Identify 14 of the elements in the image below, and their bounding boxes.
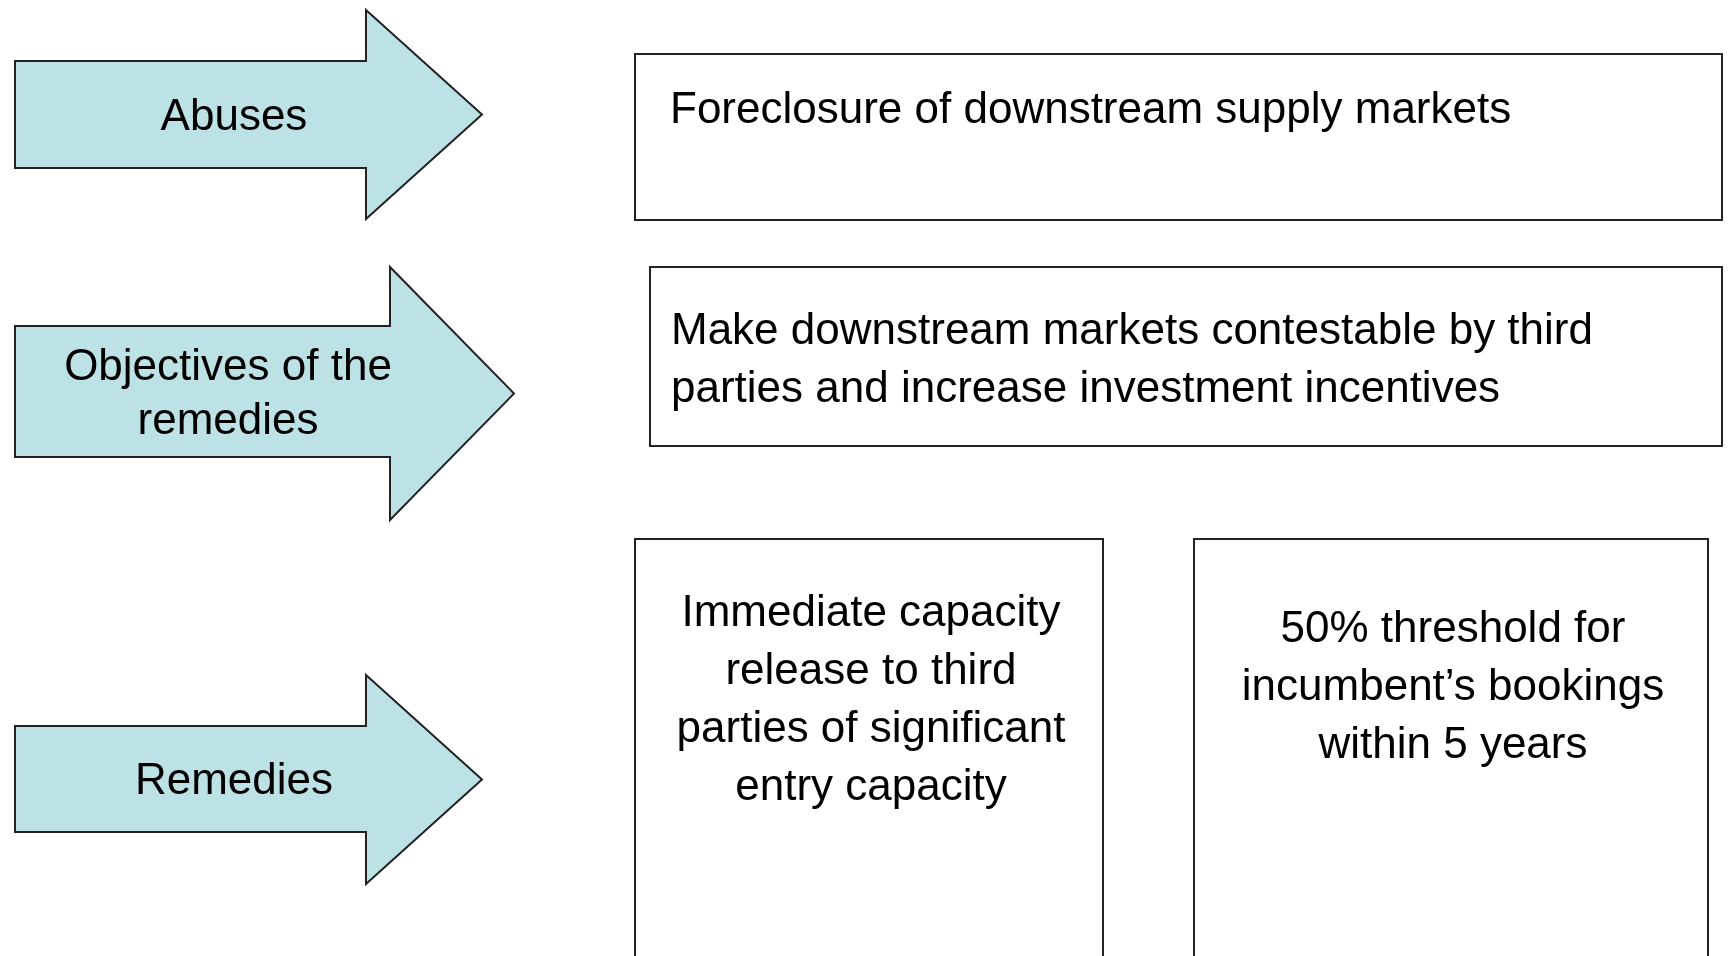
block-arrow [14, 266, 515, 521]
text-box [634, 538, 1104, 956]
box-text: Immediate capacity release to third parties of significant entry capacity [675, 585, 1067, 811]
text-box [649, 266, 1723, 447]
block-arrow [14, 674, 483, 885]
box-text: Make downstream markets contestable by third parties and increase investment incentives [671, 303, 1594, 413]
block-arrow [14, 9, 483, 220]
box-text: Foreclosure of downstream supply markets [670, 82, 1513, 134]
arrow-label: Remedies [133, 753, 335, 805]
box-text: 50% threshold for incumbent’s bookings within 5 years [1240, 601, 1666, 769]
arrow-label: Objectives of the remedies [63, 338, 393, 445]
text-box [1193, 538, 1709, 956]
arrow-label: Abuses [159, 88, 309, 141]
text-box [634, 53, 1723, 221]
